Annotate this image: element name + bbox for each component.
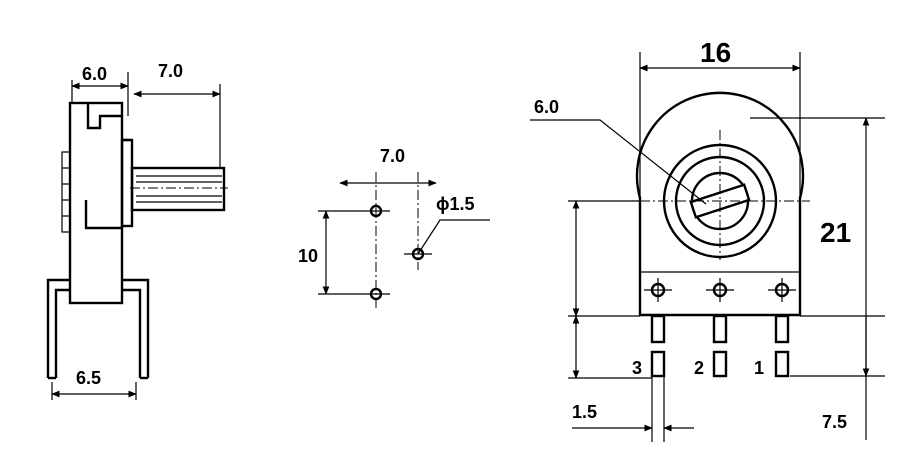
pin-hole-2 — [706, 278, 734, 302]
side-view: 6.0 7.0 6.5 — [46, 61, 228, 400]
side-bushing — [120, 138, 134, 228]
dim-label-pcb-h: 7.0 — [380, 146, 405, 166]
dim-label-width: 16 — [700, 37, 731, 68]
pcb-hole-top — [364, 204, 390, 218]
dim-label-pin-width: 1.5 — [572, 402, 597, 422]
pin-3-upper — [650, 314, 666, 344]
dim-label-shaft: 7.0 — [158, 61, 183, 81]
pin-3-lower — [650, 350, 666, 378]
pin-hole-3 — [644, 278, 672, 302]
pin-label-1: 1 — [754, 358, 764, 378]
dim-label-height: 21 — [820, 217, 851, 248]
dim-label-pcb-v: 10 — [298, 246, 318, 266]
side-body — [68, 101, 124, 305]
pcb-layout: 7.0 10 ϕ1.5 — [298, 146, 490, 310]
dim-label-leg-pitch: 6.5 — [76, 368, 101, 388]
pin-hole-1 — [768, 278, 796, 302]
pin-1-lower — [774, 350, 790, 378]
front-view: 3 2 1 16 6.0 21 7.5 1.5 — [530, 37, 885, 442]
pcb-hole-bottom — [364, 287, 390, 301]
pin-label-2: 2 — [694, 358, 704, 378]
shaft — [130, 166, 226, 212]
pin-2-lower — [712, 350, 728, 378]
hole-leader — [417, 219, 490, 255]
dim-label-hole: ϕ1.5 — [436, 194, 475, 214]
right-leg — [122, 278, 150, 378]
dim-label-6-0: 6.0 — [82, 64, 107, 84]
slot-leader — [530, 119, 707, 205]
left-leg — [46, 278, 70, 378]
dim-label-pin-length: 7.5 — [822, 412, 847, 432]
dim-label-slot: 6.0 — [534, 97, 559, 117]
pin-2-upper — [712, 314, 728, 344]
pin-label-3: 3 — [632, 358, 642, 378]
pin-1-upper — [774, 314, 790, 344]
